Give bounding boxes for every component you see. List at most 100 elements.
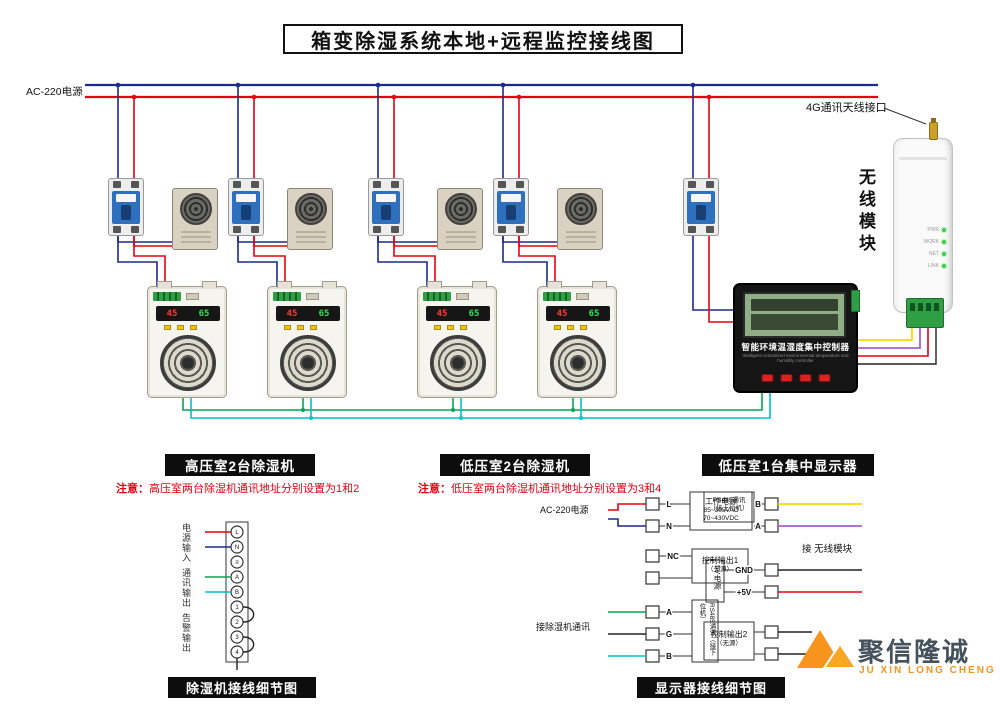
screw-terminal [391, 181, 399, 188]
lcd-screen [743, 292, 846, 338]
terminal-group-label: 通讯输出 [181, 568, 191, 608]
terminal-block [273, 292, 301, 301]
ac-power-label: AC-220电源 [26, 86, 83, 98]
terminal-label: B [235, 590, 239, 596]
diagram-title: 箱变除湿系统本地+远程监控接线图 [283, 24, 683, 54]
led-label: WORK [923, 239, 939, 245]
button-row [434, 325, 467, 330]
led-label: NET [929, 251, 939, 257]
terminal-label: 2 [235, 620, 239, 626]
temp-value: 45 [556, 308, 568, 319]
connector [306, 293, 319, 300]
detail-caption-display: 显示器接线细节图 [637, 677, 785, 698]
button [177, 325, 184, 330]
screw-terminal [233, 226, 241, 233]
ctrl-box-line: 控制输出1 [701, 556, 739, 565]
screw-terminal [688, 226, 696, 233]
rs485-downlink-box: RS485通讯（接下位机） [698, 603, 715, 656]
fan-grille [430, 335, 486, 391]
temp-value: 45 [436, 308, 448, 319]
terminal-group-label: 告警输出 [181, 613, 191, 653]
fan-grille [295, 193, 327, 225]
led-label: PWR [927, 227, 939, 233]
controller-display: 智能环境温湿度集中控制器 Intelligent centralized env… [733, 283, 860, 393]
breaker-to-controller-wires [692, 236, 733, 323]
terminal-label: 3 [235, 635, 239, 641]
power-module [172, 188, 218, 250]
ctrl-box-line: 控制输出2 [710, 630, 748, 639]
control-output1-box: 控制输出1 （无源） [693, 555, 747, 574]
screw-terminal [516, 181, 524, 188]
terminal-label: +5V [737, 588, 752, 597]
working-power-box: 工作电源 85~305VAC 70~430VDC [691, 496, 751, 523]
power-module [557, 188, 603, 250]
antenna-connector [929, 118, 938, 140]
section-label-hv-room: 高压室2台除湿机 [165, 454, 315, 476]
control-output2-box: 控制输出2 （无源） [705, 629, 753, 648]
terminal-label: A [666, 608, 672, 617]
led-label: LINK [927, 263, 939, 269]
note-text: 低压室两台除湿机通讯地址分别设置为3和4 [451, 483, 662, 495]
case-groove [899, 157, 947, 160]
breaker-label-window [116, 194, 136, 202]
status-led: PWR [927, 227, 946, 233]
button [567, 325, 574, 330]
note-text: 高压室两台除湿机通讯地址分别设置为1和2 [149, 483, 360, 495]
breaker-toggle [241, 205, 251, 220]
junction-dots [115, 82, 712, 100]
screw-terminal [251, 226, 259, 233]
button [190, 325, 197, 330]
terminal-group-label: 电源输入 [181, 523, 191, 563]
breaker-label-window [691, 194, 711, 202]
terminal-label: 1 [235, 605, 239, 611]
breaker-label-window [376, 194, 396, 202]
terminal-label: 4 [235, 650, 239, 656]
module-link-label: 接 无线模块 [802, 544, 853, 555]
button [284, 325, 291, 330]
terminal-label: A [755, 522, 761, 531]
status-led: LINK [928, 263, 946, 269]
terminal-label: B [666, 652, 672, 661]
power-bus [85, 83, 878, 99]
terminal-label: G [666, 630, 672, 639]
led-icon [942, 264, 946, 268]
display-detail-diagram: L N NC A G B B A GND +5V [608, 491, 862, 663]
button-row [554, 325, 587, 330]
vent-slots [566, 231, 596, 245]
button [164, 325, 171, 330]
screw-terminal [251, 181, 259, 188]
ac-power-label-detail: AC-220电源 [540, 505, 589, 515]
button-row [164, 325, 197, 330]
screw-terminal [706, 181, 714, 188]
controller-subtitle: Intelligent centralized environmental te… [742, 353, 849, 363]
button [580, 325, 587, 330]
button [799, 374, 811, 382]
controller-buttons [761, 374, 830, 382]
screw-terminal [373, 181, 381, 188]
button [434, 325, 441, 330]
breaker-toggle [696, 205, 706, 220]
rs485-uplink-box: RS485通讯 （接上位机） [705, 497, 753, 513]
logo-text-cn: 聚信隆诚 [858, 637, 971, 667]
circuit-breaker [368, 178, 404, 236]
fan-grille [180, 193, 212, 225]
module-to-controller-wires [858, 328, 937, 365]
terminal-block [423, 292, 451, 301]
logo-mark [797, 630, 858, 669]
button [780, 374, 792, 382]
antenna-pointer-line [883, 107, 927, 125]
button [761, 374, 773, 382]
fan-grille [445, 193, 477, 225]
vent-slots [181, 231, 211, 245]
status-led: WORK [923, 239, 946, 245]
breaker-label-window [236, 194, 256, 202]
power-box-line: 70~430VDC [703, 515, 739, 522]
ctrl-box-line: （无源） [707, 566, 733, 573]
breaker-face [687, 191, 715, 224]
